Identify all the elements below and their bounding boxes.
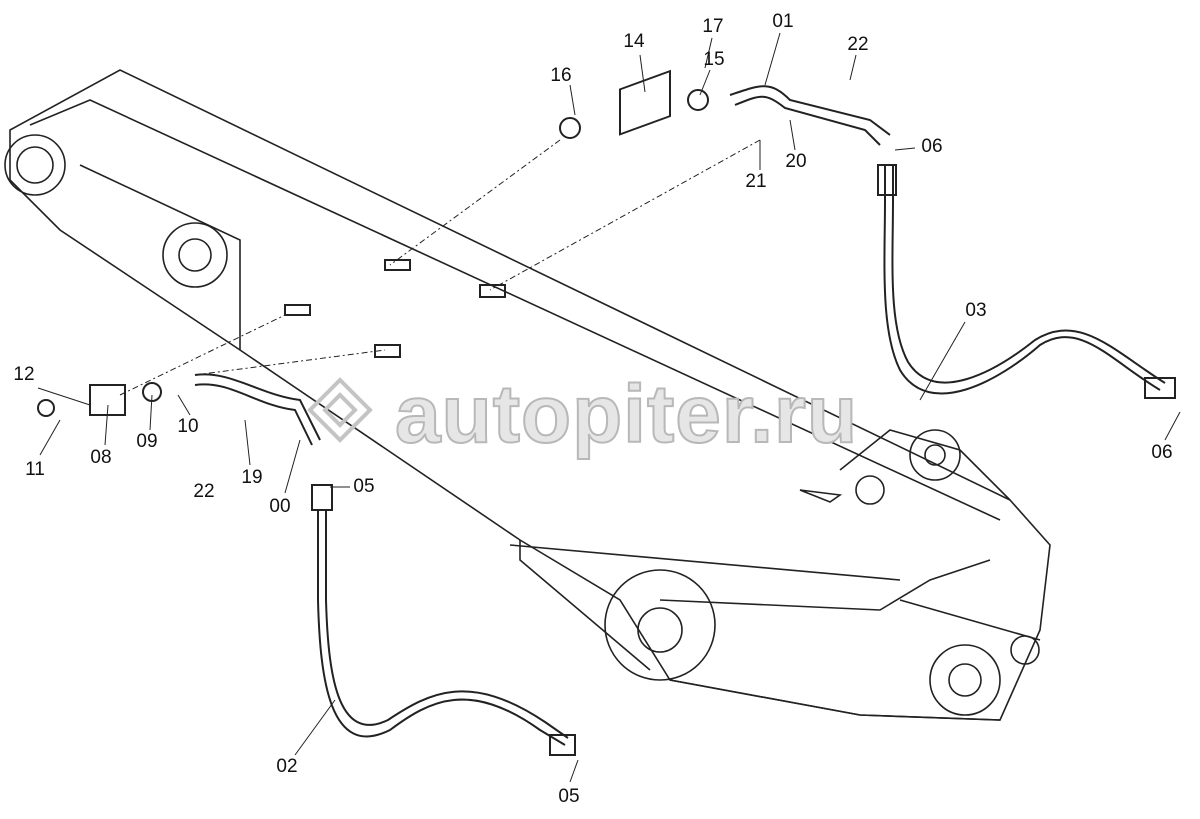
- callout-08: 08: [90, 447, 112, 468]
- callout-09: 09: [136, 431, 158, 452]
- callout-21: 21: [745, 171, 767, 192]
- boom-body: [4, 69, 1051, 721]
- callout-14: 14: [623, 31, 645, 52]
- callout-06: 06: [921, 136, 943, 157]
- callout-22: 22: [193, 481, 215, 502]
- callout-05: 05: [353, 476, 375, 497]
- leader-lines: [119, 139, 761, 396]
- callout-03: 03: [965, 300, 987, 321]
- callout-22: 22: [847, 34, 869, 55]
- callout-lines: [37, 32, 1181, 783]
- callout-11: 11: [25, 459, 45, 480]
- watermark-logo-icon: [307, 377, 373, 443]
- callout-12: 12: [13, 364, 35, 385]
- callout-17: 17: [702, 16, 724, 37]
- callout-02: 02: [276, 756, 298, 777]
- callout-05: 05: [558, 786, 580, 807]
- callout-19: 19: [241, 467, 263, 488]
- callout-00: 00: [269, 496, 291, 517]
- callout-06: 06: [1151, 442, 1173, 463]
- hoses-and-fittings: [37, 69, 1176, 756]
- callout-15: 15: [703, 49, 725, 70]
- watermark: autopiter.ru: [394, 368, 859, 461]
- callout-01: 01: [772, 11, 794, 32]
- callout-16: 16: [550, 65, 572, 86]
- callout-10: 10: [177, 416, 199, 437]
- callout-20: 20: [785, 151, 807, 172]
